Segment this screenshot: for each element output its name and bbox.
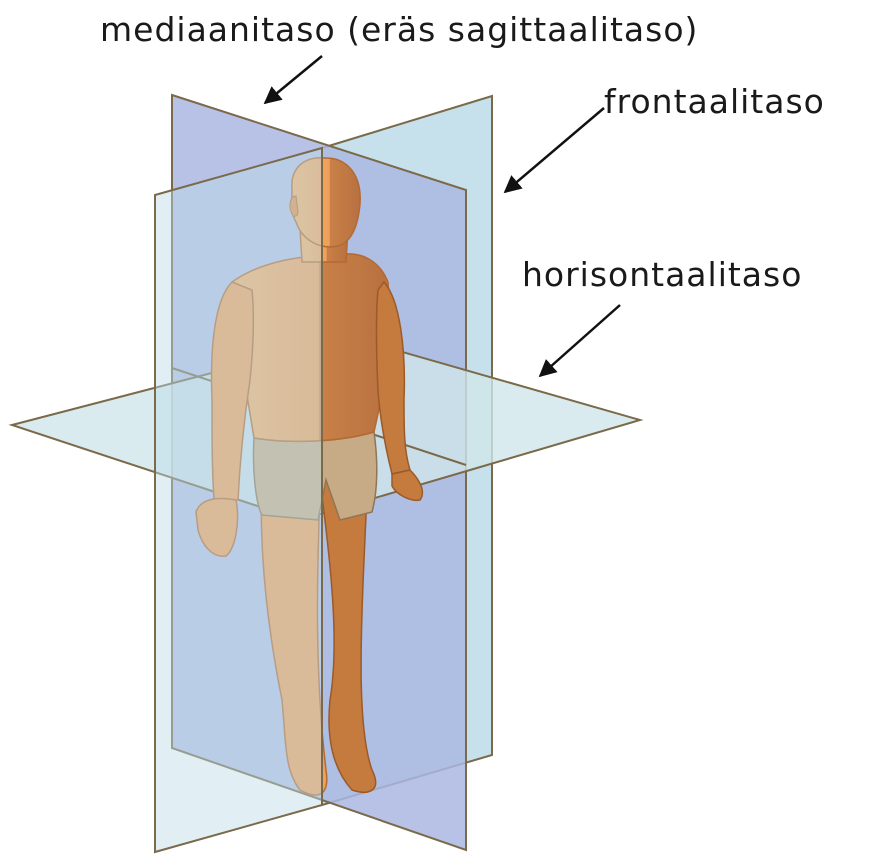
median-plane-label: mediaanitaso (eräs sagittaalitaso) [100,10,698,49]
frontal-plane-front [155,148,322,852]
frontal-plane-label: frontaalitaso [604,82,825,121]
median-plane-arrow [265,56,322,103]
horizontal-plane-label: horisontaalitaso [522,255,802,294]
frontal-plane-arrow [505,108,604,192]
horizontal-plane-arrow [540,305,620,376]
